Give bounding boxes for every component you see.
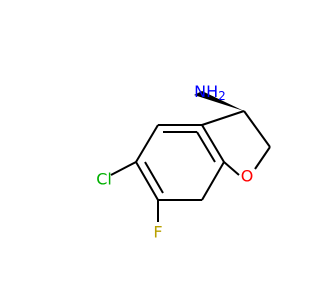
atom-label-nh2: NH2 (194, 82, 226, 103)
molecule-structure-diagram: NH2 O Cl F (96, 82, 271, 242)
bond-c6-cl (110, 161, 137, 176)
aromatic-inner-bond-right (196, 131, 216, 163)
bond-c5-c6 (135, 161, 159, 201)
bond-o1-c7a (223, 161, 240, 176)
aromatic-inner-bond-left (144, 161, 164, 194)
bond-c4-c5 (135, 124, 159, 163)
atom-label-fluorine: F (153, 223, 162, 242)
bond-c7-c7a (201, 161, 225, 201)
stereo-wedge-bond (194, 91, 244, 111)
atom-label-oxygen: O (241, 167, 254, 186)
bond-c7a-c3a (201, 124, 225, 163)
bond-c2-o1 (254, 146, 271, 170)
bond-c3-c2 (243, 110, 271, 148)
atom-label-chlorine: Cl (96, 170, 112, 189)
bond-c3a-c3 (201, 110, 245, 126)
